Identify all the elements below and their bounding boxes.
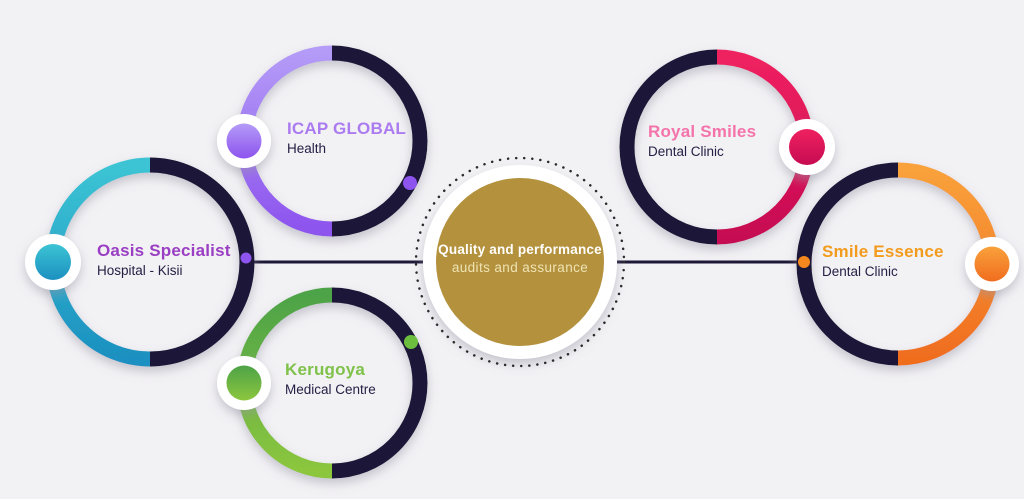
node-subtitle: Hospital - Kisii: [97, 262, 183, 278]
smile-connector-dot: [798, 256, 810, 268]
royal-ring-track: [619, 49, 718, 245]
center-subtitle: audits and assurance: [451, 259, 589, 275]
node-subtitle: Medical Centre: [285, 381, 376, 397]
node-label-oasis-specialist: Oasis Specialist Hospital - Kisii: [97, 241, 231, 278]
kerugoya-ring-track: [331, 287, 428, 479]
node-label-royal-smiles: Royal Smiles Dental Clinic: [648, 122, 756, 159]
node-label-icap-global: ICAP GLOBAL Health: [287, 119, 406, 156]
icap-connector-dot: [403, 176, 417, 190]
royal-badge-dot: [789, 129, 825, 165]
node-label-smile-essence: Smile Essence Dental Clinic: [822, 242, 944, 279]
node-title: Royal Smiles: [648, 122, 757, 141]
center-title: Quality and performance: [438, 242, 602, 257]
node-title: ICAP GLOBAL: [287, 119, 407, 138]
node-label-kerugoya: Kerugoya Medical Centre: [285, 360, 376, 397]
node-subtitle: Dental Clinic: [648, 143, 724, 159]
icap-ring-track: [331, 45, 428, 237]
node-subtitle: Health: [287, 140, 327, 156]
oasis-connector-dot: [240, 252, 252, 264]
oasis-badge-dot: [35, 244, 71, 280]
smile-badge-dot: [974, 246, 1010, 282]
node-title: Oasis Specialist: [97, 241, 231, 260]
kerugoya-badge-dot: [226, 365, 262, 401]
center-dotted-ring: [414, 156, 626, 368]
node-subtitle: Dental Clinic: [822, 263, 898, 279]
center-label: Quality and performance audits and assur…: [420, 241, 620, 276]
node-title: Kerugoya: [285, 360, 366, 379]
kerugoya-connector-dot: [404, 335, 418, 349]
center-disc: [436, 178, 604, 346]
node-title: Smile Essence: [822, 242, 944, 261]
icap-badge-dot: [226, 123, 262, 159]
